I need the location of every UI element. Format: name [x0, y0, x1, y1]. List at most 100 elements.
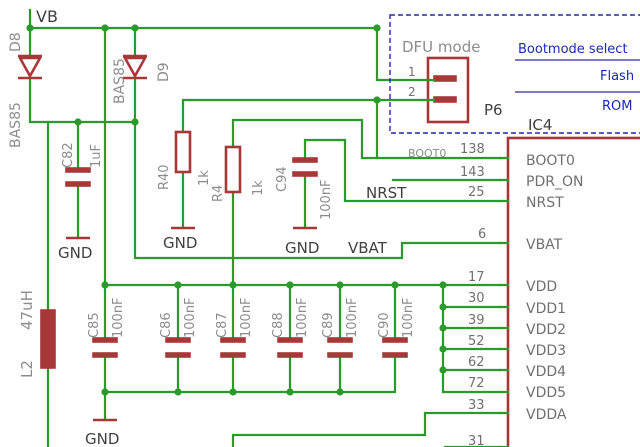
junction-dot [439, 345, 447, 353]
gnd-label-c94: GND [285, 239, 319, 257]
c89-plates [327, 352, 353, 358]
junction-dot [439, 303, 447, 311]
ic-pin-name: VDD4 [526, 364, 566, 380]
c87-plates [220, 337, 246, 343]
c87-value: 100nF [239, 297, 254, 338]
jumper-p6-name: P6 [484, 101, 503, 119]
ic-pin-number: 30 [468, 291, 485, 306]
vbat-wire [133, 120, 502, 260]
c89-plates [327, 337, 353, 343]
d8-cathode-wire [28, 76, 137, 124]
c94-value: 100nF [319, 179, 334, 220]
c86-value: 100nF [183, 297, 198, 338]
d9-symbol [122, 54, 148, 80]
ic-pin-name: VDD2 [526, 322, 566, 338]
c86-plates [165, 352, 191, 358]
junction-dot [229, 281, 237, 289]
c94-top-wire [303, 138, 502, 203]
c86-plates [165, 337, 191, 343]
junction-dot [336, 388, 344, 396]
junction-dot [101, 388, 109, 396]
junction-dot [26, 24, 34, 32]
d9-value: BAS85 [112, 58, 128, 104]
ic-pin-name: VDDA [526, 407, 567, 423]
c90-plates [382, 337, 408, 343]
junction-dot [74, 118, 82, 126]
resistor-r40-body [174, 130, 192, 174]
c82-plate-bottom [65, 181, 91, 187]
r40-name: R40 [157, 164, 172, 190]
c87-plates [220, 352, 246, 358]
junction-dot [131, 24, 139, 32]
ic-pin-name: PDR_ON [526, 174, 583, 190]
ground-symbols [66, 226, 317, 422]
junction-dot [286, 281, 294, 289]
junction-dot [439, 324, 447, 332]
c94-plate-bottom [292, 171, 318, 177]
junction-dot [174, 388, 182, 396]
jumper-p6-pin1 [433, 75, 457, 82]
rom-note: ROM [602, 99, 632, 114]
r40-top-wire [181, 98, 426, 134]
wires [28, 8, 502, 447]
c88-name: C88 [271, 312, 286, 338]
ic-pin-number: 72 [468, 376, 485, 391]
junction-dot [174, 281, 182, 289]
flash-note: Flash [600, 69, 634, 84]
diode-d9 [122, 54, 148, 80]
ic-pin-number: 138 [460, 142, 485, 157]
vdd-pin-tie-wire [441, 283, 502, 394]
bootmode-underlines [515, 59, 640, 93]
c85-name: C85 [87, 312, 102, 338]
net-vb-label: VB [36, 7, 58, 26]
jumper-pin2-label: 2 [408, 85, 416, 99]
d8-symbol [17, 54, 43, 80]
junction-dot [286, 388, 294, 396]
junction-dot [391, 281, 399, 289]
ic-pin-name: NRST [526, 195, 564, 211]
jumper-p6-body [426, 56, 470, 124]
gnd-label-c82: GND [58, 244, 92, 262]
net-vbat-label: VBAT [348, 239, 388, 257]
ic-pin-name: BOOT0 [526, 153, 575, 169]
junction-dot [101, 281, 109, 289]
diode-d8 [17, 54, 43, 80]
cap-bank-ground-wires [103, 356, 397, 422]
c82-value: 1uF [89, 144, 104, 168]
ic4-body [506, 136, 640, 447]
ic-pin-number: 62 [468, 355, 485, 370]
junction-dot [336, 281, 344, 289]
resistor-r4-body [224, 145, 242, 194]
ic-pin-number: 6 [478, 227, 486, 242]
c86-name: C86 [159, 312, 174, 338]
junction-dots [26, 24, 447, 396]
ic4-name: IC4 [528, 116, 552, 134]
d8-name: D8 [8, 32, 24, 52]
capacitor-bank [92, 337, 408, 358]
ic-pin-number: 33 [468, 398, 485, 413]
c88-plates [277, 352, 303, 358]
vdda-wire [231, 411, 502, 447]
inductor-l2-body [40, 309, 56, 369]
r40-value: 1k [197, 170, 212, 186]
ic-pin-name: VDD5 [526, 385, 566, 401]
junction-dot [373, 24, 381, 32]
net-nrst-label: NRST [366, 184, 407, 202]
cap-bank-vert-wires [103, 283, 397, 342]
c88-plates [277, 337, 303, 343]
ic-pin-name: VDD3 [526, 343, 566, 359]
c90-value: 100nF [401, 297, 416, 338]
ic-pin-number: 52 [468, 334, 485, 349]
c90-plates [382, 352, 408, 358]
capacitor-c82 [65, 167, 91, 187]
ic-pin-number: 143 [460, 165, 485, 180]
ic-pin-number: 17 [468, 270, 485, 285]
net-boot0-label: BOOT0 [408, 147, 446, 160]
junction-dot [101, 24, 109, 32]
junction-dot [229, 388, 237, 396]
dfu-mode-title: DFU mode [402, 38, 480, 56]
c90-name: C90 [377, 312, 392, 338]
l2-name: L2 [18, 360, 36, 378]
d8-value: BAS85 [8, 102, 24, 148]
bootmode-select-note: Bootmode select [518, 42, 628, 57]
